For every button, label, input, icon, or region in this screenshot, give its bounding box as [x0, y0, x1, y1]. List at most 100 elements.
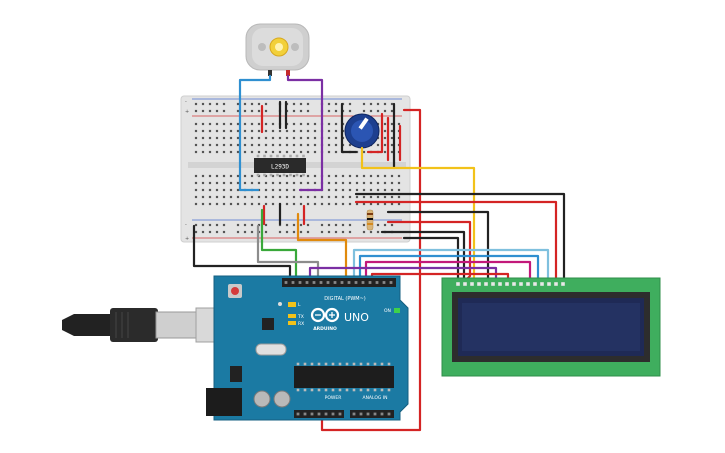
hole	[236, 202, 240, 206]
analog-header-label: ANALOG IN	[362, 395, 387, 401]
hole	[348, 102, 352, 106]
hole	[236, 102, 240, 106]
hole	[327, 174, 331, 178]
hole	[505, 282, 509, 286]
hole	[256, 154, 260, 158]
wire-black-lcd-2	[386, 210, 490, 282]
hole	[306, 223, 310, 227]
hole	[229, 174, 233, 178]
hole	[201, 195, 205, 199]
hole	[215, 136, 219, 140]
hole	[201, 181, 205, 185]
hole	[348, 109, 352, 113]
hole	[317, 412, 321, 416]
hole	[208, 150, 212, 154]
hole	[250, 109, 254, 113]
hole	[362, 174, 366, 178]
hole	[285, 223, 289, 227]
hole	[383, 181, 387, 185]
hole	[312, 281, 316, 284]
hole	[194, 181, 198, 185]
hole	[222, 174, 226, 178]
hole	[390, 223, 394, 227]
hole	[222, 136, 226, 140]
hole	[306, 102, 310, 106]
hole	[271, 136, 275, 140]
hole	[554, 282, 558, 286]
hole	[215, 195, 219, 199]
hole	[243, 136, 247, 140]
motor-driver-chip[interactable]: L293D	[254, 154, 306, 177]
hole	[256, 173, 260, 177]
hole	[243, 202, 247, 206]
hole	[292, 230, 296, 234]
hole	[359, 362, 363, 366]
hole	[194, 202, 198, 206]
hole	[299, 122, 303, 126]
hole	[282, 173, 286, 177]
hole	[201, 109, 205, 113]
hole	[561, 282, 565, 286]
wire-black-lcd-4	[402, 236, 460, 282]
hole	[341, 174, 345, 178]
hole	[317, 388, 321, 392]
hole	[215, 188, 219, 192]
arduino-infinity-icon	[310, 307, 340, 323]
hole	[390, 195, 394, 199]
lcd-display[interactable]	[441, 277, 661, 377]
hole	[250, 230, 254, 234]
hole	[243, 143, 247, 147]
hole	[345, 362, 349, 366]
hole	[236, 136, 240, 140]
wire-red-lcd-1	[354, 200, 558, 282]
hole	[264, 129, 268, 133]
on-led-label: ON	[384, 308, 391, 314]
hole	[222, 102, 226, 106]
hole	[498, 282, 502, 286]
hole	[271, 143, 275, 147]
hole	[299, 202, 303, 206]
potentiometer-icon[interactable]	[344, 113, 380, 149]
hole	[208, 223, 212, 227]
hole	[222, 230, 226, 234]
tx-led	[288, 314, 296, 318]
hole	[519, 282, 523, 286]
usb-plug-icon[interactable]	[62, 307, 233, 343]
hole	[373, 362, 377, 366]
hole	[236, 122, 240, 126]
hole	[292, 143, 296, 147]
analog-header	[350, 410, 394, 418]
hole	[382, 281, 386, 284]
hole	[362, 109, 366, 113]
rx-label: RX	[298, 321, 304, 327]
hole	[278, 174, 282, 178]
hole	[271, 174, 275, 178]
hole	[352, 412, 356, 416]
hole	[348, 195, 352, 199]
dc-motor-icon[interactable]	[245, 23, 310, 76]
rail-minus-label: -	[185, 99, 187, 105]
on-led	[394, 308, 400, 313]
hole	[390, 122, 394, 126]
hole	[295, 154, 299, 158]
hole	[366, 388, 370, 392]
hole	[229, 202, 233, 206]
resistor[interactable]	[366, 209, 374, 231]
hole	[355, 188, 359, 192]
hole	[264, 195, 268, 199]
hole	[264, 109, 268, 113]
hole	[310, 388, 314, 392]
hole	[313, 122, 317, 126]
hole	[397, 181, 401, 185]
hole	[306, 195, 310, 199]
hole	[319, 281, 323, 284]
hole	[380, 388, 384, 392]
hole	[292, 136, 296, 140]
hole	[383, 202, 387, 206]
hole	[338, 412, 342, 416]
arduino-uno-board[interactable]: DIGITAL (PWM~) L TX RX ON UNO ARDUINO	[206, 275, 409, 421]
hole	[243, 223, 247, 227]
hole	[292, 150, 296, 154]
hole	[215, 122, 219, 126]
hole	[215, 181, 219, 185]
